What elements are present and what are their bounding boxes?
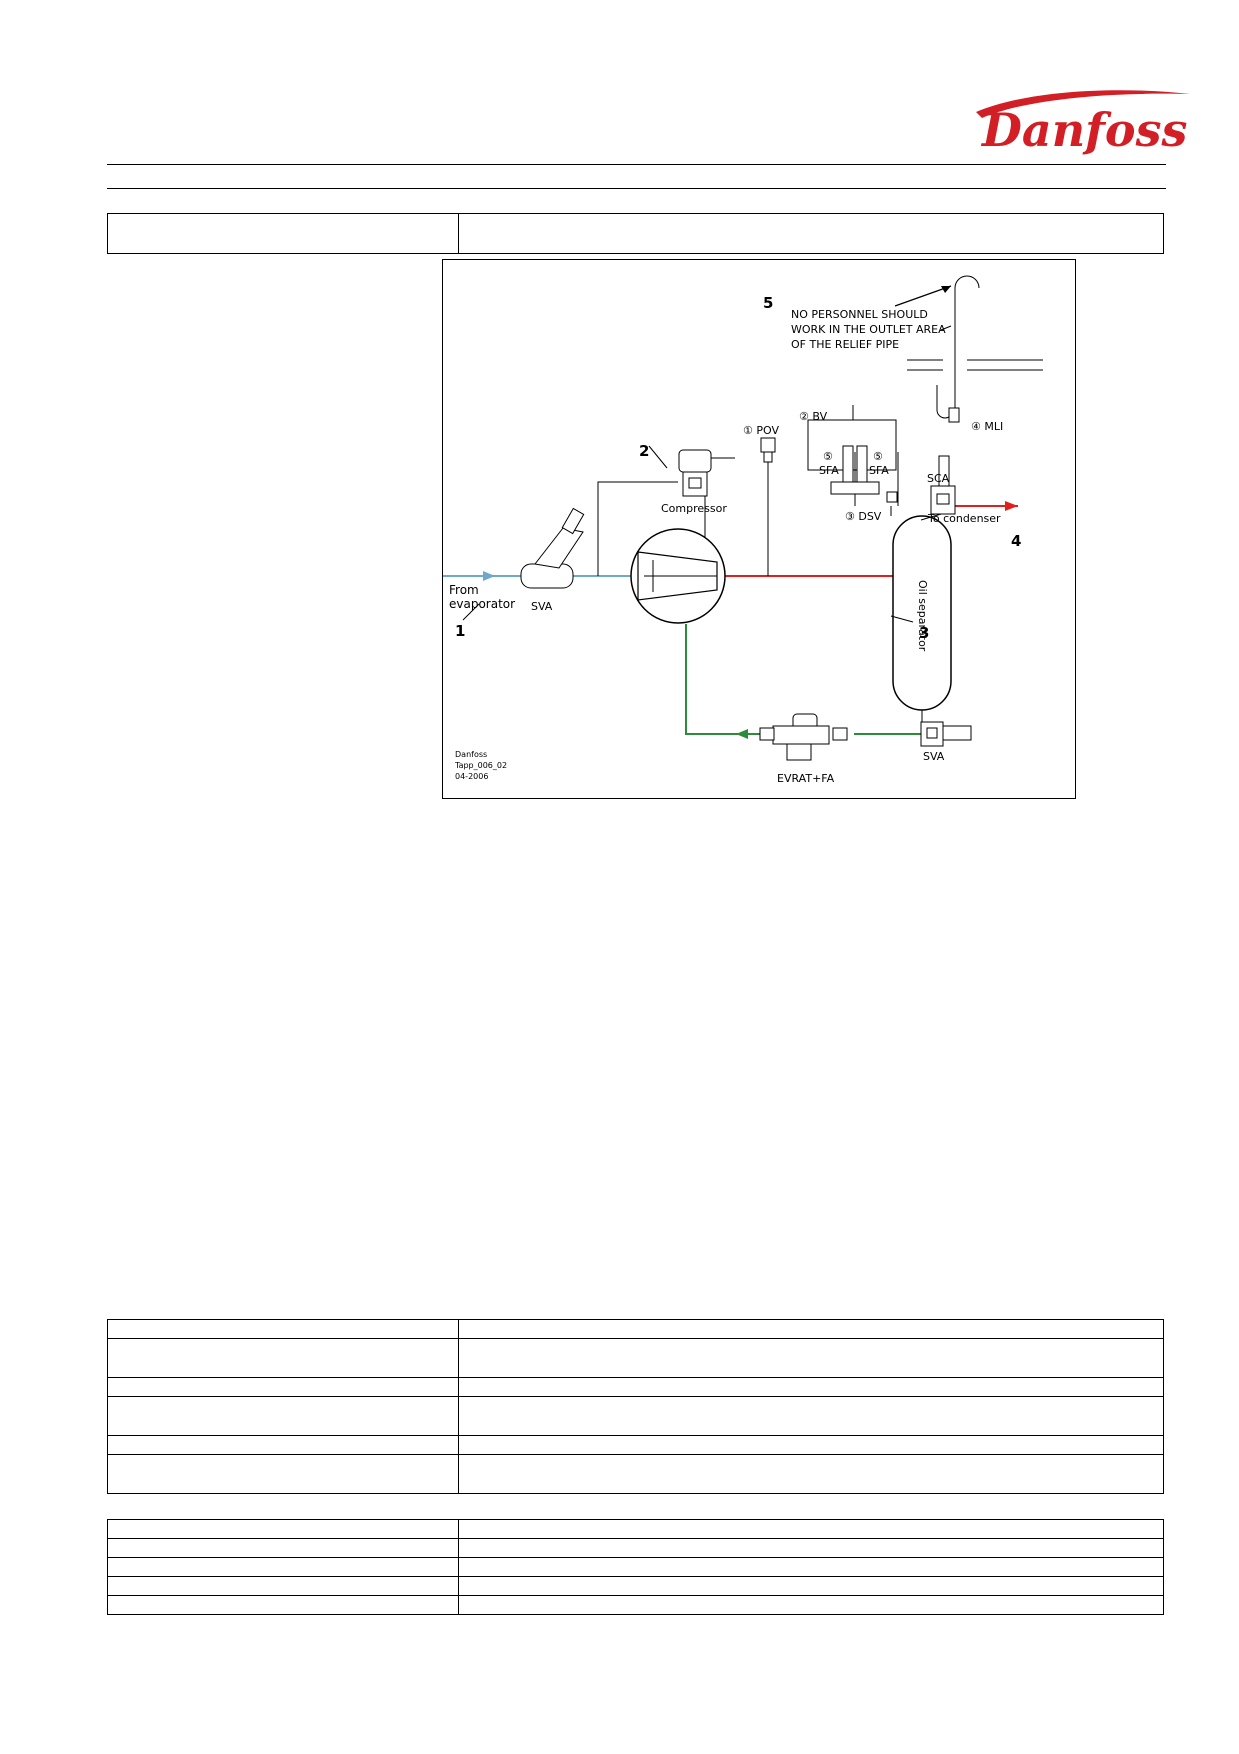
callout-4: 4 bbox=[1011, 532, 1021, 550]
table-cell bbox=[107, 1538, 459, 1558]
table-cell bbox=[107, 1319, 459, 1339]
callout-3: 3 bbox=[919, 624, 929, 642]
pov-valve-icon bbox=[678, 449, 735, 497]
label-sva-bottom: SVA bbox=[923, 750, 945, 763]
table-row bbox=[107, 1576, 1164, 1596]
dsv-valve-icon bbox=[886, 491, 898, 503]
label-dsv: ③ DSV bbox=[845, 510, 882, 523]
table-cell bbox=[107, 1377, 459, 1397]
system-diagram: 5 NO PERSONNEL SHOULD WORK IN THE OUTLET… bbox=[442, 259, 1076, 799]
relief-pipe bbox=[907, 275, 1043, 423]
table-row bbox=[107, 1338, 1164, 1378]
label-sfa-num-a: ⑤ bbox=[823, 450, 833, 463]
table-row bbox=[107, 1454, 1164, 1494]
table-row bbox=[107, 1595, 1164, 1615]
header-rule-bottom bbox=[107, 188, 1166, 189]
table-cell bbox=[458, 1557, 1164, 1577]
table-row bbox=[107, 1538, 1164, 1558]
sva-inlet-valve-icon bbox=[520, 507, 585, 589]
sva-bottom-valve-icon bbox=[920, 721, 972, 747]
label-evaporator: evaporator bbox=[449, 597, 515, 611]
label-sfa-num-b: ⑤ bbox=[873, 450, 883, 463]
table-row bbox=[107, 1519, 1164, 1539]
table-cell bbox=[107, 1519, 459, 1539]
callout-5: 5 bbox=[763, 294, 773, 312]
table-cell bbox=[107, 1557, 459, 1577]
table-cell bbox=[107, 1595, 459, 1615]
table-cell bbox=[458, 1538, 1164, 1558]
warning-line-3: OF THE RELIEF PIPE bbox=[791, 338, 899, 351]
oil-arrow-icon bbox=[736, 729, 748, 739]
evrat-fa-valve-icon bbox=[759, 713, 848, 761]
label-pov: ① POV bbox=[743, 424, 779, 437]
logo-text: Danfoss bbox=[980, 103, 1187, 157]
callout-1: 1 bbox=[455, 622, 465, 640]
danfoss-logo: Danfoss bbox=[976, 90, 1190, 157]
table-cell bbox=[458, 1454, 1164, 1494]
sca-valve-icon bbox=[930, 455, 956, 515]
bv-valve-icon bbox=[760, 437, 776, 463]
diagram-footer-1: Danfoss bbox=[455, 750, 487, 759]
table-cell bbox=[458, 1519, 1164, 1539]
table-row bbox=[107, 1319, 1164, 1339]
diagram-footer-3: 04-2006 bbox=[455, 772, 488, 781]
label-compressor: Compressor bbox=[661, 502, 727, 515]
table-cell bbox=[107, 1454, 459, 1494]
table-row bbox=[107, 1396, 1164, 1436]
table-cell bbox=[458, 1396, 1164, 1436]
label-evrat-fa: EVRAT+FA bbox=[777, 772, 835, 785]
table-cell bbox=[458, 1435, 1164, 1455]
table-cell bbox=[107, 1576, 459, 1596]
label-sfa-a: SFA bbox=[819, 464, 839, 477]
warning-line-1: NO PERSONNEL SHOULD bbox=[791, 308, 928, 321]
table-row bbox=[107, 1557, 1164, 1577]
header-table bbox=[107, 213, 1164, 254]
table-cell bbox=[458, 1576, 1164, 1596]
diagram-footer-2: Tapp_006_02 bbox=[454, 761, 507, 770]
label-sca: SCA bbox=[927, 472, 950, 485]
table-cell bbox=[107, 1338, 459, 1378]
table-cell bbox=[458, 1338, 1164, 1378]
mli-valve-icon bbox=[948, 407, 960, 423]
oil-return-pipe bbox=[685, 624, 760, 735]
condenser-arrow-icon bbox=[1005, 501, 1018, 511]
label-sva-inlet: SVA bbox=[531, 600, 553, 613]
callout-2: 2 bbox=[639, 442, 649, 460]
warning-line-2: WORK IN THE OUTLET AREA bbox=[791, 323, 946, 336]
flow-arrow-icon bbox=[483, 571, 495, 581]
spec-table-a bbox=[107, 1319, 1164, 1494]
label-bv: ② BV bbox=[799, 410, 828, 423]
header-cell-left bbox=[107, 213, 459, 254]
table-row bbox=[107, 1435, 1164, 1455]
label-oil-separator: Oil separator bbox=[916, 580, 929, 652]
table-cell bbox=[458, 1595, 1164, 1615]
label-to-condenser: To condenser bbox=[927, 512, 1001, 525]
spec-table-b bbox=[107, 1519, 1164, 1615]
label-mli: ④ MLI bbox=[971, 420, 1003, 433]
table-cell bbox=[458, 1377, 1164, 1397]
table-cell bbox=[107, 1435, 459, 1455]
header-cell-right bbox=[458, 213, 1164, 254]
table-row bbox=[107, 1377, 1164, 1397]
label-from: From bbox=[449, 583, 479, 597]
table-cell bbox=[107, 1396, 459, 1436]
table-cell bbox=[458, 1319, 1164, 1339]
header-rule-top bbox=[107, 164, 1166, 165]
label-sfa-b: SFA bbox=[869, 464, 889, 477]
sfa-valves-icon bbox=[830, 445, 880, 495]
